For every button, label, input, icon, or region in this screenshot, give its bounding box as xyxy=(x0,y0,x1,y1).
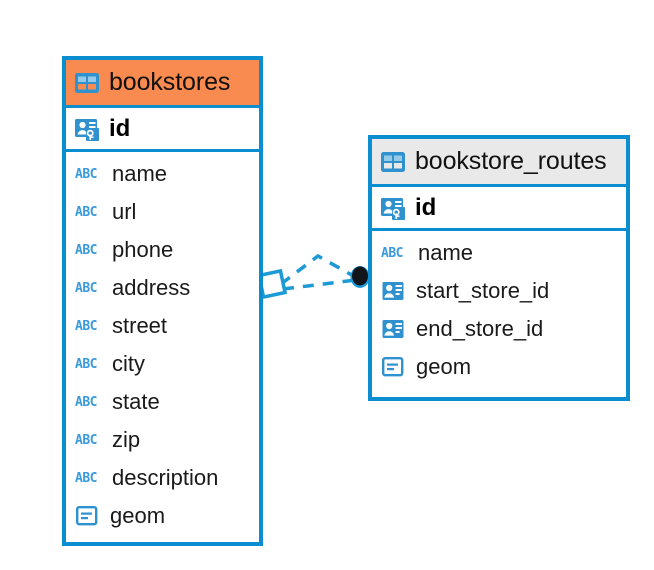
field-row-phone[interactable]: ABC phone xyxy=(66,231,259,269)
field-list-bookstore-routes: ABC name start_store_id xyxy=(372,231,626,386)
field-row-primary-key[interactable]: id xyxy=(66,108,259,152)
abc-text-icon: ABC xyxy=(75,280,97,296)
abc-text-icon: ABC xyxy=(75,166,97,182)
filled-circle-marker xyxy=(350,266,370,288)
entity-header-bookstore-routes[interactable]: bookstore_routes xyxy=(372,139,626,187)
entity-table-bookstore-routes[interactable]: bookstore_routes xyxy=(368,135,630,401)
abc-text-icon: ABC xyxy=(75,432,97,448)
field-label: zip xyxy=(112,427,141,452)
field-row-address[interactable]: ABC address xyxy=(66,269,259,307)
abc-text-icon: ABC xyxy=(75,356,97,372)
relationship-line-lower xyxy=(282,278,357,291)
field-row-name[interactable]: ABC name xyxy=(372,234,626,272)
abc-text-icon: ABC xyxy=(75,204,97,220)
field-label: id xyxy=(109,114,131,142)
entity-title: bookstores xyxy=(109,68,231,96)
primary-key-icon xyxy=(380,196,406,220)
foreign-key-icon xyxy=(381,318,407,340)
field-row-url[interactable]: ABC url xyxy=(66,193,259,231)
abc-text-icon: ABC xyxy=(75,242,97,258)
field-label: name xyxy=(418,240,474,265)
field-label: end_store_id xyxy=(416,316,544,341)
entity-title: bookstore_routes xyxy=(415,147,607,175)
field-label: phone xyxy=(112,237,174,262)
field-label: city xyxy=(112,351,145,376)
field-label: street xyxy=(112,313,168,338)
field-label: geom xyxy=(416,354,472,379)
field-label: geom xyxy=(110,503,166,528)
field-row-city[interactable]: ABC city xyxy=(66,345,259,383)
field-row-geom[interactable]: geom xyxy=(66,497,259,535)
field-row-name[interactable]: ABC name xyxy=(66,155,259,193)
field-row-description[interactable]: ABC description xyxy=(66,459,259,497)
field-label: start_store_id xyxy=(416,278,550,303)
abc-text-icon: ABC xyxy=(75,394,97,410)
field-row-primary-key[interactable]: id xyxy=(372,187,626,231)
field-row-geom[interactable]: geom xyxy=(372,348,626,386)
entity-header-bookstores[interactable]: bookstores xyxy=(66,60,259,108)
field-row-start-store-id[interactable]: start_store_id xyxy=(372,272,626,310)
geometry-icon xyxy=(381,356,407,378)
field-label: description xyxy=(112,465,219,490)
field-row-street[interactable]: ABC street xyxy=(66,307,259,345)
abc-text-icon: ABC xyxy=(75,470,97,486)
relationship-line-upper xyxy=(279,253,358,286)
foreign-key-icon xyxy=(381,280,407,302)
entity-table-bookstores[interactable]: bookstores xyxy=(62,56,263,546)
abc-text-icon: ABC xyxy=(381,245,403,261)
geometry-icon xyxy=(75,505,101,527)
primary-key-icon xyxy=(74,117,100,141)
field-label: url xyxy=(112,199,137,224)
table-grid-icon xyxy=(380,151,406,173)
field-list-bookstores: ABC name ABC url ABC phone ABC address A… xyxy=(66,152,259,535)
field-label: address xyxy=(112,275,191,300)
field-row-zip[interactable]: ABC zip xyxy=(66,421,259,459)
field-row-state[interactable]: ABC state xyxy=(66,383,259,421)
table-grid-icon xyxy=(74,72,100,94)
field-label: name xyxy=(112,161,168,186)
field-label: id xyxy=(415,193,437,221)
field-row-end-store-id[interactable]: end_store_id xyxy=(372,310,626,348)
abc-text-icon: ABC xyxy=(75,318,97,334)
field-label: state xyxy=(112,389,160,414)
